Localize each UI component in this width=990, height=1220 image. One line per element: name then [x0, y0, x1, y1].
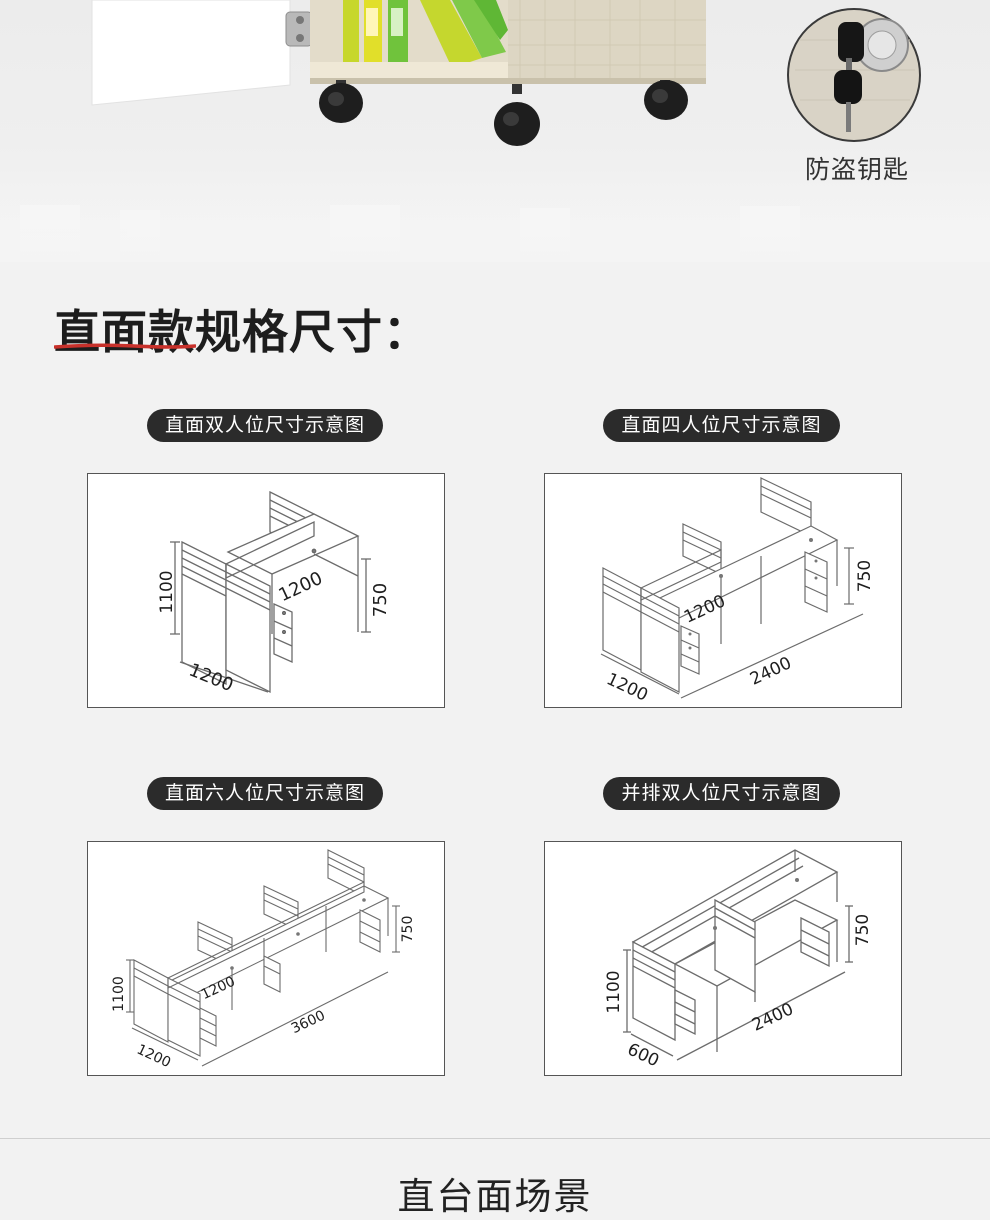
product-photo-banner: 防盗钥匙	[0, 0, 990, 262]
diagram-label-quad: 直面四人位尺寸示意图	[603, 409, 840, 442]
dim-desk-height: 750	[853, 914, 873, 946]
dim-inner-width: 1200	[275, 568, 325, 606]
dim-desk-height: 750	[400, 916, 416, 943]
key-caption: 防盗钥匙	[804, 155, 909, 184]
desk-drawing-double: 1100 1200 750 1200	[157, 490, 391, 696]
diagram-label-double: 直面双人位尺寸示意图	[147, 409, 383, 442]
dim-height: 1100	[604, 970, 624, 1013]
title-accent-underline	[54, 343, 196, 349]
banner-fade	[0, 195, 990, 262]
desk-drawing-quad: 1200 750 1200 2400	[600, 477, 875, 706]
dim-height: 1100	[111, 976, 127, 1012]
scene-section-title: 直台面场景	[397, 1175, 593, 1218]
desk-drawing-six: 1100 1200 750 1200 3600	[111, 849, 416, 1072]
dim-depth: 1200	[134, 1042, 173, 1072]
dim-height: 1100	[157, 570, 177, 613]
dim-depth: 1200	[603, 669, 651, 705]
section-title: 直面款规格尺寸：	[54, 305, 430, 359]
dim-width: 2400	[747, 653, 795, 689]
dim-desk-height: 750	[855, 560, 875, 592]
dim-depth: 600	[624, 1040, 662, 1072]
diagram-double-face: 1100 1200 750 1200	[87, 473, 445, 708]
section-divider	[0, 1138, 990, 1139]
dim-desk-height: 750	[370, 583, 391, 617]
diagram-label-six: 直面六人位尺寸示意图	[147, 777, 383, 810]
diagram-label-side: 并排双人位尺寸示意图	[603, 777, 840, 810]
dim-width: 2400	[749, 999, 797, 1035]
diagram-quad-face: 1200 750 1200 2400	[544, 473, 902, 708]
lock-icon	[787, 8, 921, 142]
desk-drawing-side: 1100 750 600 2400	[604, 849, 873, 1072]
diagram-six-face: 1100 1200 750 1200 3600	[87, 841, 445, 1076]
diagram-side-by-side: 1100 750 600 2400	[544, 841, 902, 1076]
